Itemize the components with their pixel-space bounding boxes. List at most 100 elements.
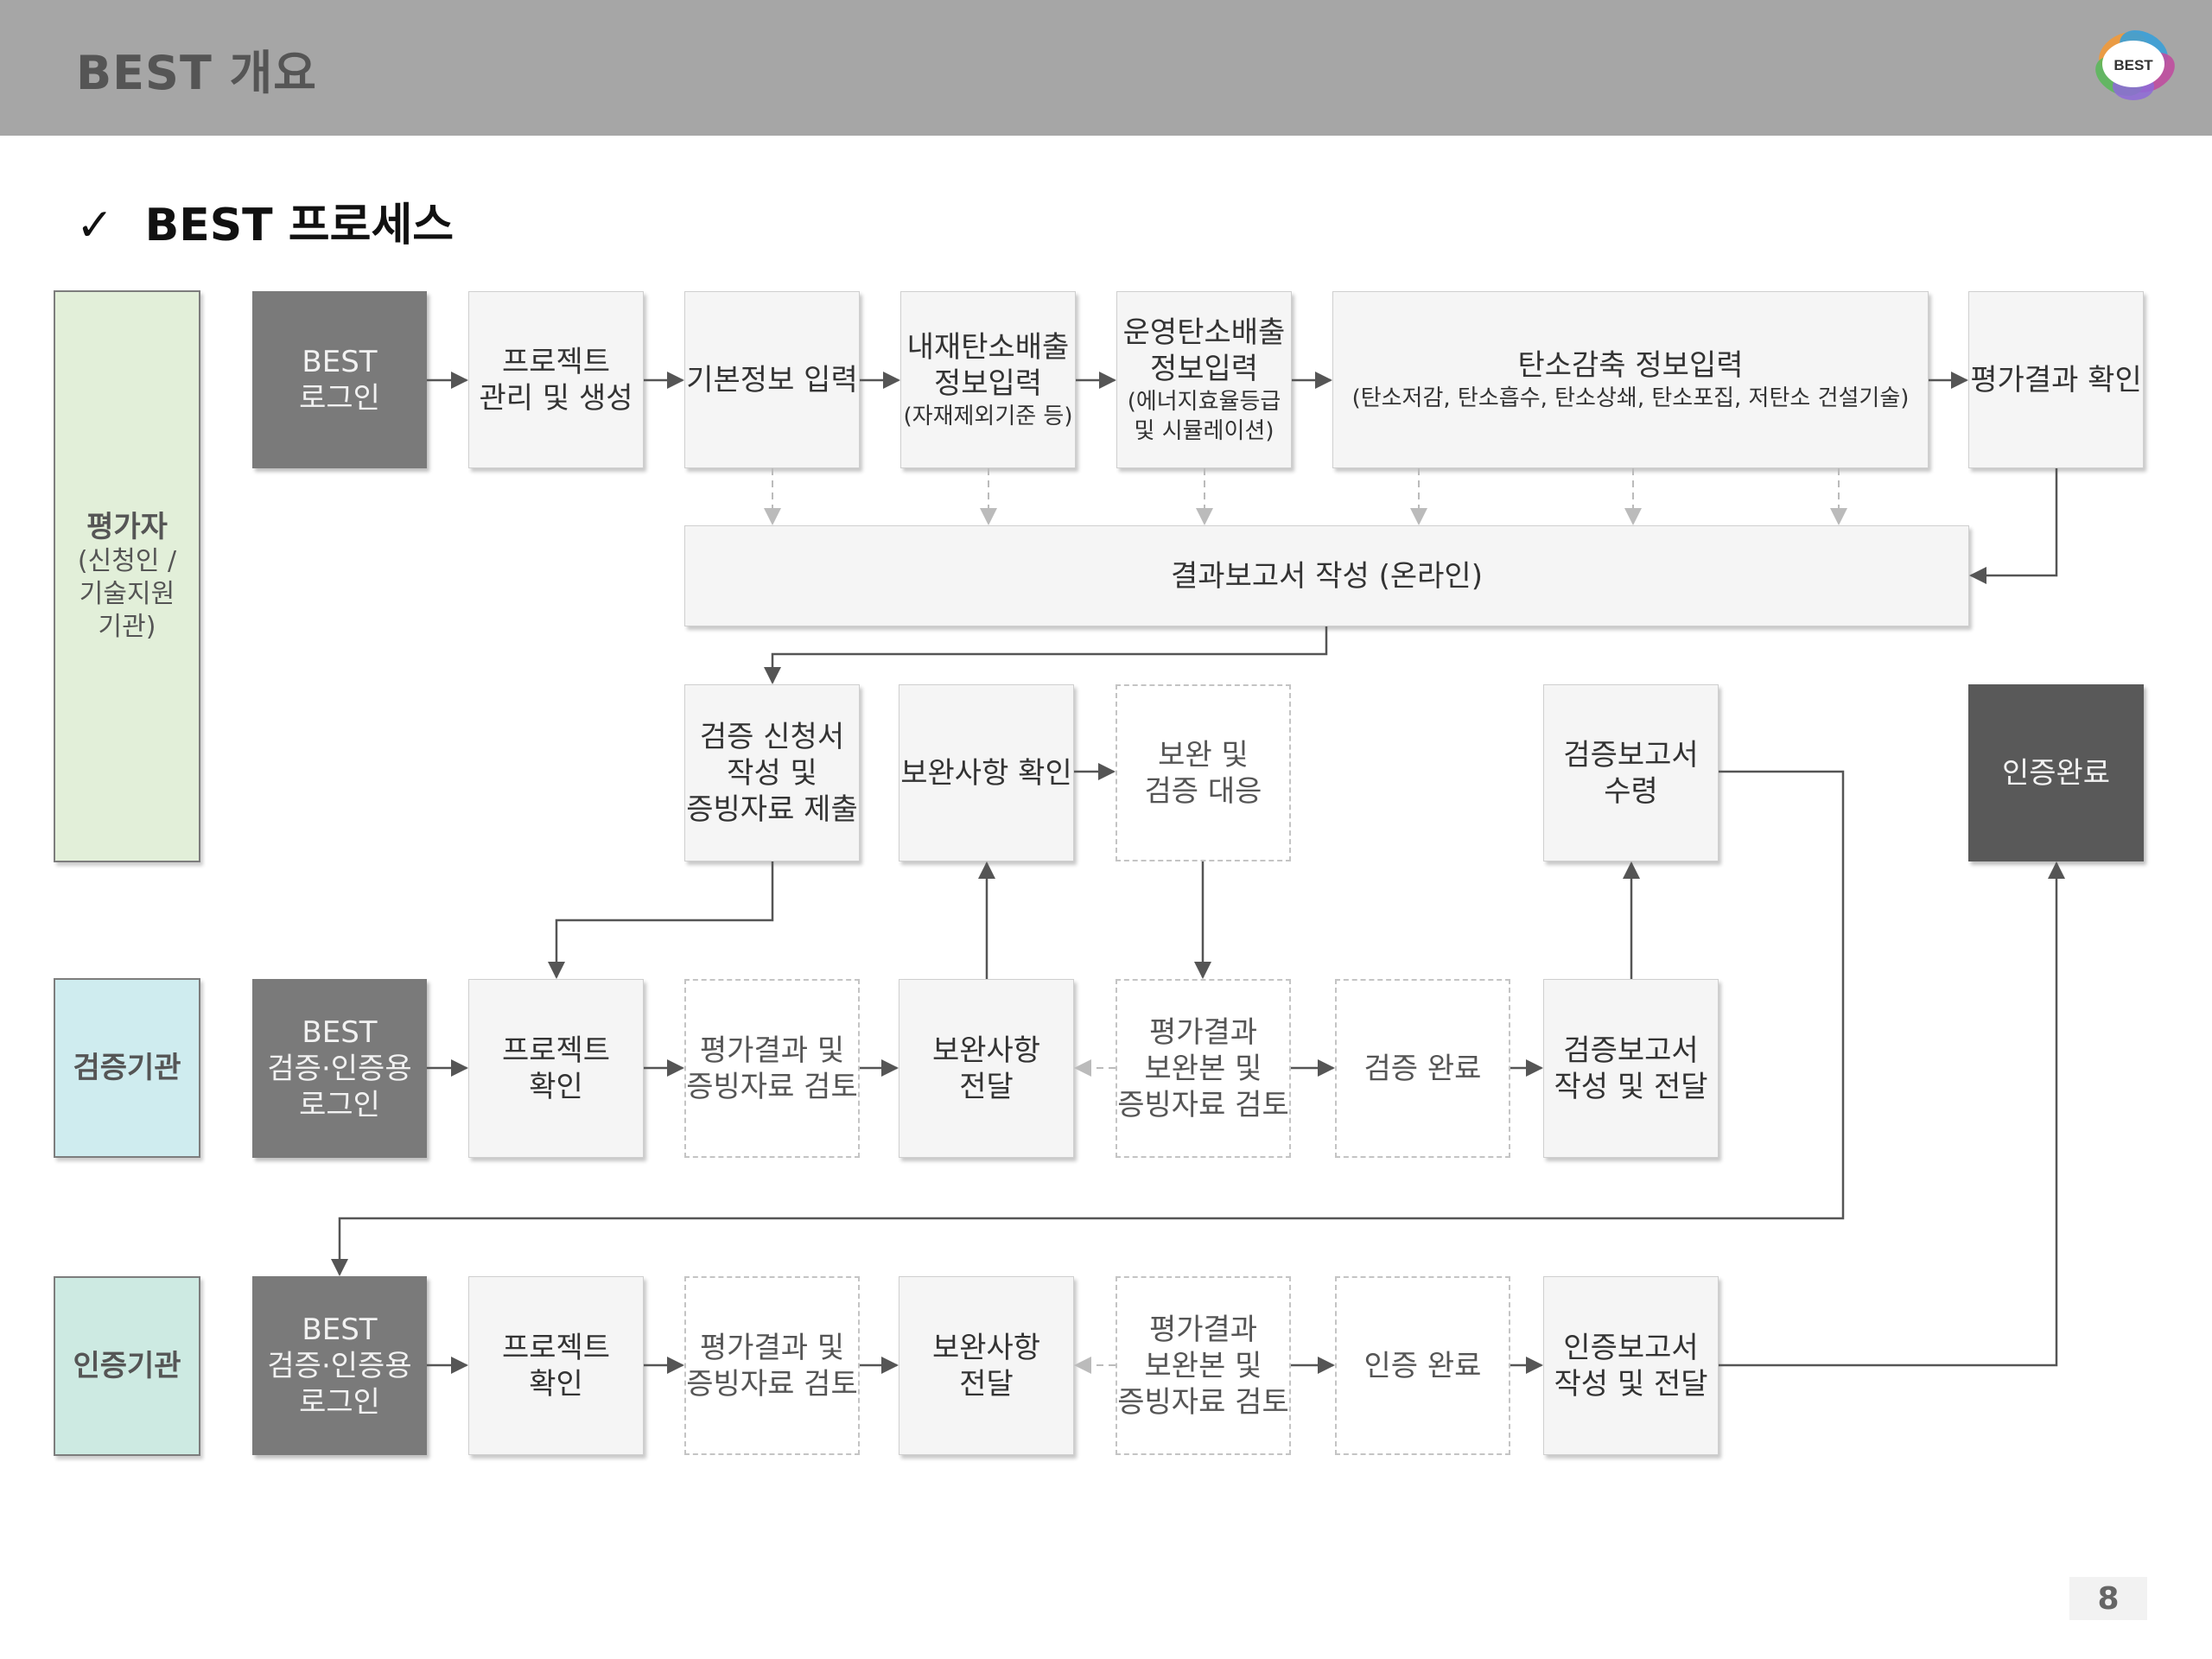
best-login-line1: BEST [302, 344, 378, 379]
verify-report-receive-line1: 검증보고서 [1563, 737, 1699, 772]
actor-evaluator-sub3: 기관) [98, 612, 156, 642]
embodied-carbon-line2: 정보입력 [933, 365, 1043, 401]
certifier-deliver-line1: 보완사항 [931, 1330, 1041, 1365]
operational-carbon-line3: (에너지효율등급 [1127, 388, 1281, 415]
cert-report-write-line2: 작성 및 전달 [1554, 1366, 1708, 1402]
certifier-rereview-line2: 보완본 및 [1144, 1348, 1262, 1383]
check-supplement-box: 보완사항 확인 [899, 684, 1074, 861]
verifier-project-box: 프로젝트 확인 [468, 979, 644, 1158]
arrow-receive-certlogin [331, 770, 1845, 1276]
embodied-carbon-line3: (자재제외기준 등) [903, 403, 1073, 429]
project-manage-line1: 프로젝트 [501, 344, 611, 379]
verify-report-write-line2: 작성 및 전달 [1554, 1069, 1708, 1104]
project-manage-box: 프로젝트 관리 및 생성 [468, 291, 644, 468]
verifier-review-line1: 평가결과 및 [699, 1033, 845, 1068]
verify-report-receive-line2: 수령 [1604, 773, 1658, 809]
verify-apply-box: 검증 신청서 작성 및 증빙자료 제출 [684, 684, 860, 861]
verifier-rereview-box: 평가결과 보완본 및 증빙자료 검토 [1116, 979, 1291, 1158]
embodied-carbon-line1: 내재탄소배출 [906, 329, 1070, 365]
certifier-rereview-line1: 평가결과 [1148, 1312, 1258, 1347]
supplement-respond-box: 보완 및 검증 대응 [1116, 684, 1291, 861]
certifier-rereview-line3: 증빙자료 검토 [1117, 1384, 1289, 1420]
result-report-line1: 결과보고서 작성 (온라인) [1171, 558, 1483, 594]
actor-verifier: 검증기관 [54, 978, 200, 1158]
operational-carbon-box: 운영탄소배출 정보입력 (에너지효율등급 및 시뮬레이션) [1116, 291, 1292, 468]
verify-report-receive-box: 검증보고서 수령 [1543, 684, 1719, 861]
check-icon: ✓ [76, 200, 114, 251]
certifier-review-line1: 평가결과 및 [699, 1330, 845, 1365]
certifier-project-box: 프로젝트 확인 [468, 1276, 644, 1455]
verifier-deliver-box: 보완사항 전달 [899, 979, 1074, 1158]
verify-report-write-box: 검증보고서 작성 및 전달 [1543, 979, 1719, 1158]
cert-done-box: 인증 완료 [1335, 1276, 1510, 1455]
certifier-login-box: BEST 검증·인증용 로그인 [252, 1276, 427, 1455]
certifier-review-box: 평가결과 및 증빙자료 검토 [684, 1276, 860, 1455]
verify-apply-line2: 작성 및 [727, 755, 817, 791]
actor-verifier-name: 검증기관 [73, 1051, 181, 1085]
verifier-login-line2: 검증·인증용 [267, 1051, 412, 1086]
arrow-report-apply [764, 626, 1328, 684]
carbon-reduction-line1: 탄소감축 정보입력 [1517, 347, 1744, 383]
operational-carbon-line2: 정보입력 [1149, 351, 1259, 386]
certifier-deliver-line2: 전달 [959, 1366, 1014, 1402]
certifier-project-line1: 프로젝트 [501, 1330, 611, 1365]
arrow-result-report [1969, 468, 2058, 584]
verifier-login-line1: BEST [302, 1014, 378, 1050]
cert-report-write-box: 인증보고서 작성 및 전달 [1543, 1276, 1719, 1455]
actor-evaluator-name: 평가자 [86, 510, 168, 544]
certifier-login-line1: BEST [302, 1312, 378, 1347]
arrow-apply-verifier-project [548, 861, 774, 979]
certifier-project-line2: 확인 [529, 1366, 583, 1402]
verify-report-write-line1: 검증보고서 [1563, 1033, 1699, 1068]
header-bar: BEST 개요 BEST [0, 0, 2212, 136]
certifier-login-line2: 검증·인증용 [267, 1348, 412, 1383]
embodied-carbon-box: 내재탄소배출 정보입력 (자재제외기준 등) [900, 291, 1076, 468]
actor-evaluator-sub1: (신청인 / [77, 546, 177, 576]
check-supplement-line1: 보완사항 확인 [900, 755, 1072, 791]
verifier-rereview-line1: 평가결과 [1148, 1014, 1258, 1050]
cert-done-line1: 인증 완료 [1363, 1348, 1482, 1383]
basic-info-box: 기본정보 입력 [684, 291, 860, 468]
verifier-review-line2: 증빙자료 검토 [686, 1069, 858, 1104]
certifier-rereview-box: 평가결과 보완본 및 증빙자료 검토 [1116, 1276, 1291, 1455]
page-title: BEST 개요 [76, 46, 317, 100]
operational-carbon-line4: 및 시뮬레이션) [1134, 417, 1274, 444]
logo-text: BEST [2113, 57, 2153, 73]
supplement-respond-line1: 보완 및 [1158, 737, 1249, 772]
project-manage-line2: 관리 및 생성 [479, 380, 633, 416]
section-title-text: BEST 프로세스 [144, 200, 454, 251]
verifier-rereview-line2: 보완본 및 [1144, 1051, 1262, 1086]
verify-apply-line3: 증빙자료 제출 [686, 791, 858, 827]
actor-evaluator-sub2: 기술지원 [79, 579, 175, 609]
best-login-box: BEST 로그인 [252, 291, 427, 468]
basic-info-line1: 기본정보 입력 [686, 362, 858, 397]
verifier-login-line3: 로그인 [299, 1087, 380, 1122]
cert-complete-box: 인증완료 [1968, 684, 2144, 861]
actor-certifier: 인증기관 [54, 1276, 200, 1456]
verify-done-line1: 검증 완료 [1363, 1051, 1482, 1086]
section-title: ✓ BEST 프로세스 [76, 188, 454, 253]
verifier-deliver-line1: 보완사항 [931, 1033, 1041, 1068]
actor-certifier-name: 인증기관 [73, 1349, 181, 1383]
best-login-line2: 로그인 [299, 380, 380, 416]
supplement-respond-line2: 검증 대응 [1144, 773, 1262, 809]
eval-result-line1: 평가결과 확인 [1970, 362, 2142, 397]
carbon-reduction-box: 탄소감축 정보입력 (탄소저감, 탄소흡수, 탄소상쇄, 탄소포집, 저탄소 건… [1332, 291, 1929, 468]
best-logo: BEST [2095, 30, 2175, 100]
arrow-certreport-complete [1719, 861, 2065, 1367]
verifier-deliver-line2: 전달 [959, 1069, 1014, 1104]
operational-carbon-line1: 운영탄소배출 [1122, 315, 1286, 350]
actor-evaluator: 평가자 (신청인 / 기술지원 기관) [54, 290, 200, 862]
carbon-reduction-line2: (탄소저감, 탄소흡수, 탄소상쇄, 탄소포집, 저탄소 건설기술) [1351, 385, 1910, 411]
page-number: 8 [2069, 1577, 2147, 1620]
verifier-project-line2: 확인 [529, 1069, 583, 1104]
verifier-rereview-line3: 증빙자료 검토 [1117, 1087, 1289, 1122]
eval-result-box: 평가결과 확인 [1968, 291, 2144, 468]
result-report-box: 결과보고서 작성 (온라인) [684, 525, 1969, 626]
certifier-review-line2: 증빙자료 검토 [686, 1366, 858, 1402]
verifier-project-line1: 프로젝트 [501, 1033, 611, 1068]
verify-apply-line1: 검증 신청서 [699, 719, 845, 754]
verify-done-box: 검증 완료 [1335, 979, 1510, 1158]
cert-complete-line1: 인증완료 [2001, 755, 2111, 791]
